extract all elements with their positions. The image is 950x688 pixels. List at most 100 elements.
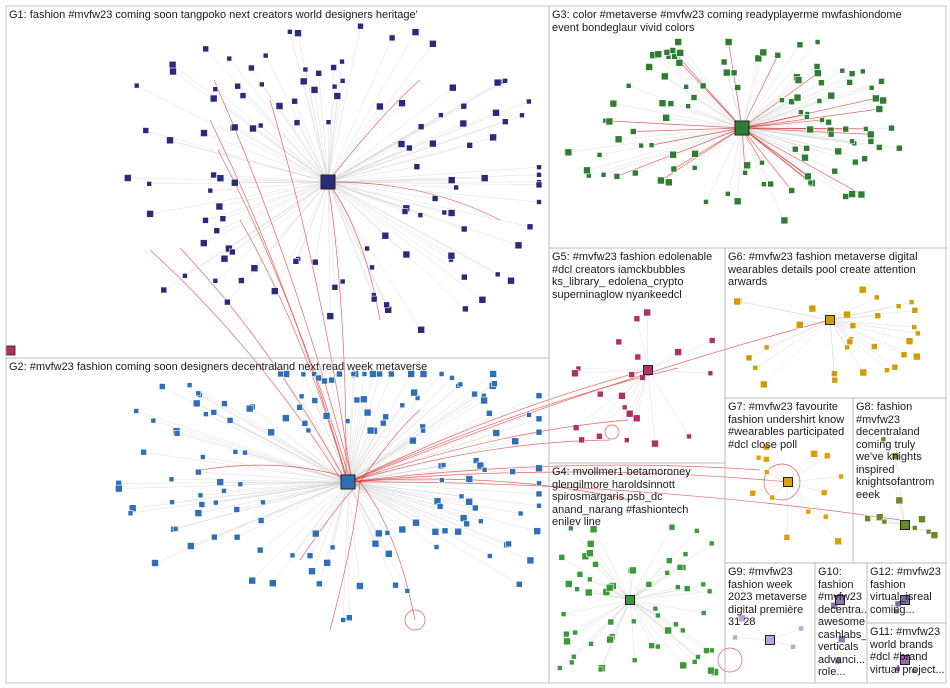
node-g3 [759,159,765,166]
node-g6 [905,337,914,345]
node-g1 [291,97,298,105]
node-g4 [664,570,671,576]
node-g2 [311,371,318,377]
edge-g9 [769,628,802,641]
node-g3 [774,51,782,59]
node-g1 [142,127,150,134]
node-g6 [831,370,838,378]
edge-g2 [347,481,464,519]
node-g3 [875,105,884,113]
edge-red-g3 [741,108,880,129]
edge-g1 [215,181,329,281]
node-g2 [533,527,542,535]
node-g8 [911,525,918,531]
node-g2 [289,552,296,559]
edge-g1 [327,181,436,199]
edge-red-cross [179,247,349,487]
node-g1 [258,81,265,88]
node-g1 [507,276,515,285]
node-g2 [221,488,227,494]
edge-g1 [327,181,457,188]
node-g7 [763,469,770,475]
node-g4 [570,653,577,660]
node-g5 [686,433,692,440]
edge-g4 [629,543,712,601]
edge-red-cross [327,181,501,221]
edge-g1 [318,73,329,183]
edge-g1 [327,87,453,183]
node-g4 [597,666,604,673]
edge-g3 [613,103,743,129]
edge-g5 [647,369,656,444]
edge-g2 [205,413,349,483]
node-g2 [248,576,256,585]
node-g5 [633,315,641,323]
node-g5 [571,369,579,378]
node-g2 [195,468,202,476]
edge-g1 [327,181,519,246]
node-g1 [401,208,409,215]
node-g3 [662,114,671,122]
edge-g1 [327,106,381,183]
edge-g4 [629,599,669,631]
node-g4 [676,564,684,571]
edge-g3 [741,71,863,129]
node-g1 [302,66,309,73]
edge-g2 [347,481,467,525]
node-g1 [160,286,168,294]
edge-g1 [327,145,470,183]
node-g3 [645,63,653,71]
nodes-layer [5,22,939,676]
edge-g2 [136,410,349,483]
edge-g4 [574,599,631,633]
node-g1 [462,305,469,313]
edge-g6 [766,319,831,348]
node-g4 [673,621,679,628]
edge-g2 [198,481,349,514]
node-g1 [262,52,269,59]
node-g1 [398,99,406,107]
node-g2 [420,427,426,434]
edge-g3 [568,127,743,153]
node-g3 [813,69,822,77]
panel-frame-g11 [866,622,947,684]
edge-g1 [315,181,329,263]
edge-g1 [327,177,485,183]
edge-g6 [829,319,915,328]
node-g5 [643,308,651,317]
edge-g2 [262,481,349,503]
node-g1 [453,184,459,191]
edge-g1 [136,85,329,183]
edge-g1 [297,33,329,183]
node-g2 [398,525,407,534]
node-g1 [182,272,188,279]
edge-red-g3 [741,55,779,129]
node-g2 [489,370,497,378]
edge-g3 [741,87,872,129]
node-g3 [788,98,795,105]
edge-red-cross [347,481,901,521]
node-g2 [305,427,312,434]
node-g5 [578,436,585,444]
group-title-g10: G10: fashion #mvfw23 decentra... awesome… [818,566,866,678]
edge-g1 [296,122,329,183]
edge-g1 [327,143,433,183]
node-g2 [535,415,543,423]
edge-g3 [680,52,743,129]
node-g6 [752,364,759,371]
node-g1 [514,241,523,250]
node-g3 [839,67,846,74]
edge-g2 [342,481,349,620]
node-g3 [848,70,856,77]
node-g2 [361,371,368,377]
node-g5 [596,432,603,440]
edge-g5 [636,369,649,419]
node-g2 [311,397,319,404]
edge-g1 [205,48,329,183]
edge-g1 [294,101,329,183]
node-g3 [725,191,731,197]
node-g2 [369,370,377,378]
node-g3 [685,103,691,109]
edge-g5 [636,318,649,371]
edge-g1 [274,181,329,292]
